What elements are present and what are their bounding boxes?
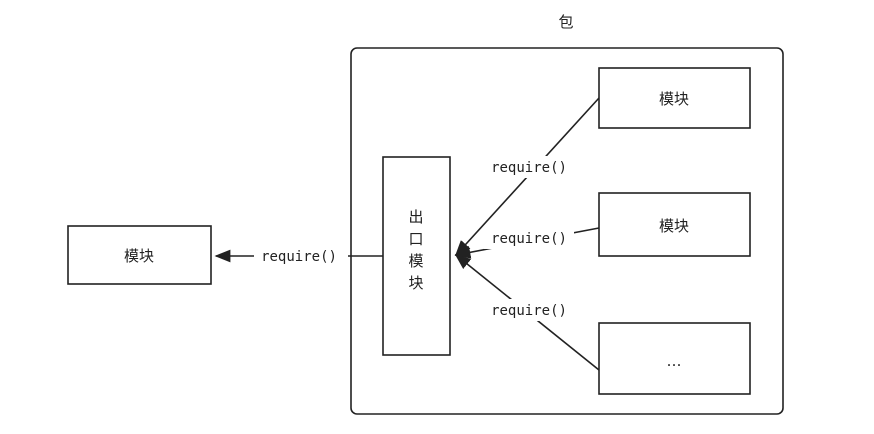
inner-module-label-1: 模块 bbox=[659, 90, 689, 108]
exit-module-char: 块 bbox=[408, 274, 423, 292]
inner-module-label-2: 模块 bbox=[659, 217, 689, 235]
package-title: 包 bbox=[558, 13, 573, 31]
exit-module-char: 口 bbox=[408, 230, 423, 248]
inner-module-box-3 bbox=[598, 322, 751, 395]
inner-module-label-3: … bbox=[667, 352, 682, 370]
external-module-label: 模块 bbox=[124, 247, 154, 265]
inner-module-box-2 bbox=[598, 192, 751, 257]
inner-require-label-1: require() bbox=[491, 160, 567, 176]
inner-require-label-2: require() bbox=[491, 231, 567, 247]
exit-module-char: 模 bbox=[408, 252, 423, 270]
inner-require-label-3: require() bbox=[491, 303, 567, 319]
exit-module-char: 出 bbox=[408, 208, 423, 226]
exit-module-box bbox=[382, 156, 451, 356]
inner-module-box-1 bbox=[598, 67, 751, 129]
external-require-label: require() bbox=[261, 249, 337, 265]
external-module-box bbox=[67, 225, 212, 285]
